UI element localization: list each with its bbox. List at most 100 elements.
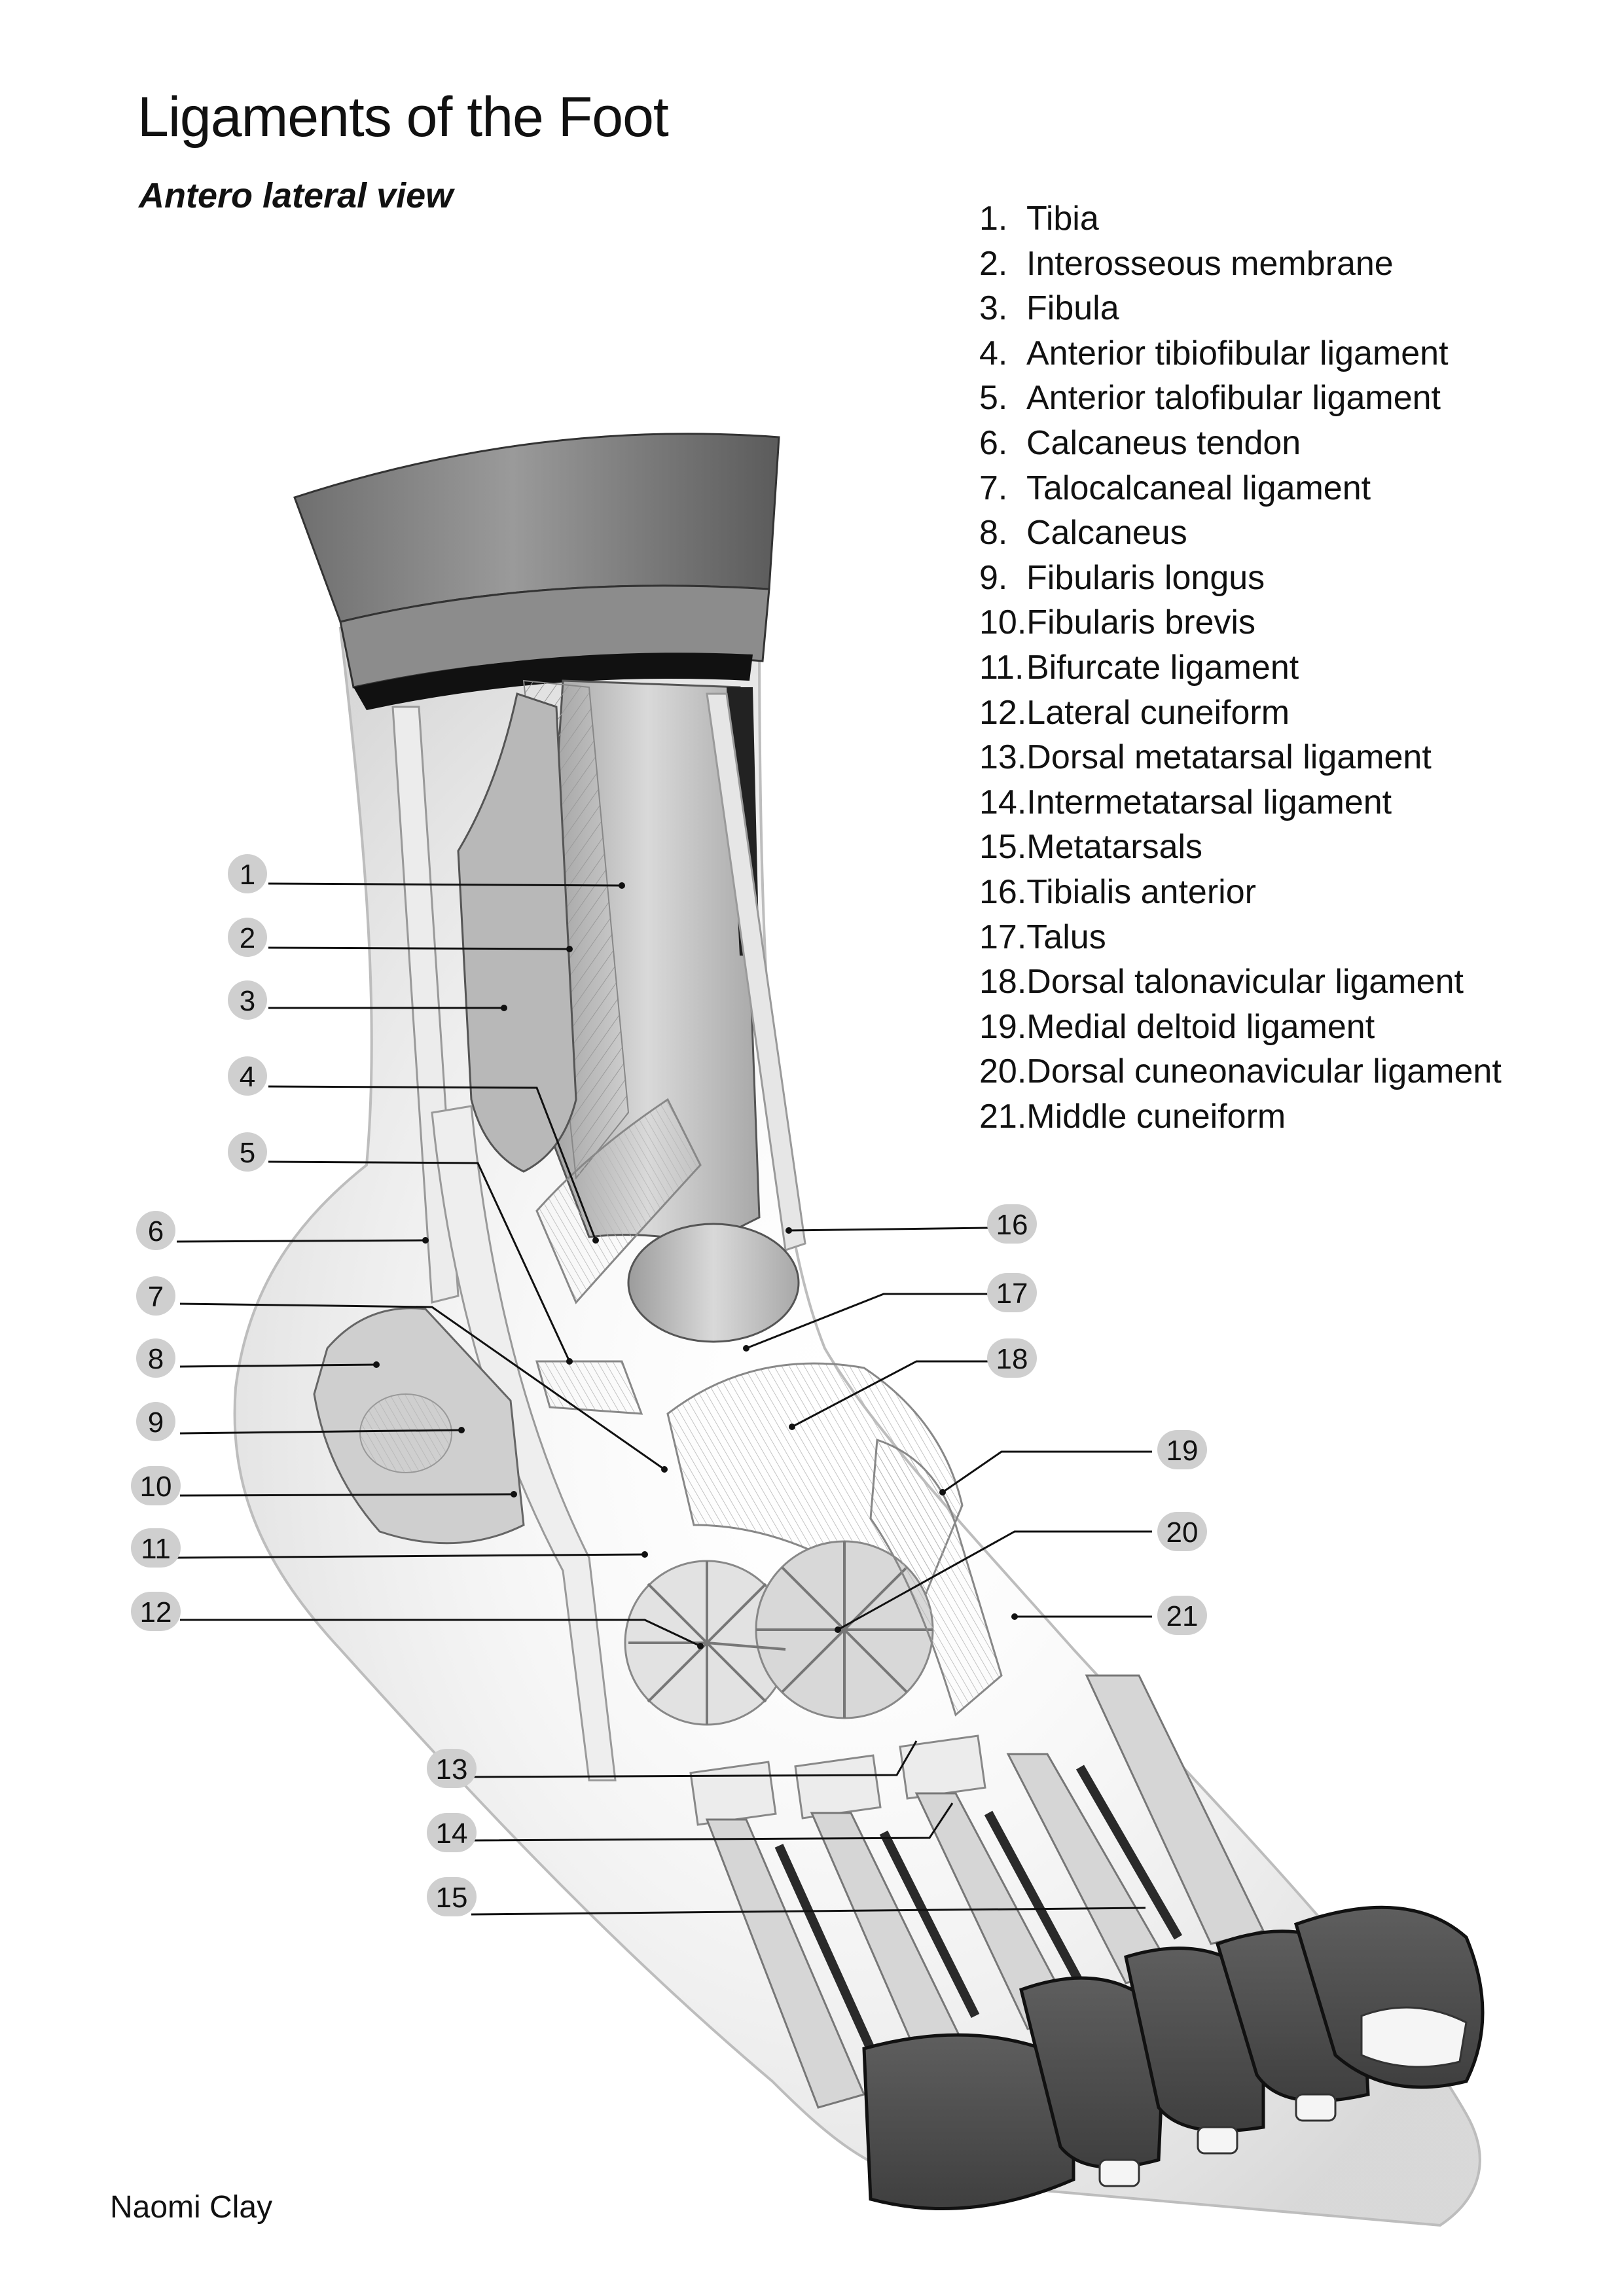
legend-item-label: Lateral cuneiform bbox=[1026, 693, 1290, 732]
legend-item-number: 9. bbox=[979, 558, 1008, 597]
callout-number: 6 bbox=[148, 1215, 164, 1247]
legend-item-label: Dorsal metatarsal ligament bbox=[1026, 738, 1432, 777]
callout-number: 8 bbox=[148, 1343, 164, 1375]
toes bbox=[862, 1905, 1485, 2210]
legend-item-number: 18. bbox=[979, 963, 1027, 1001]
callout-badge-3: 3 bbox=[228, 980, 267, 1020]
legend-item-label: Metatarsals bbox=[1026, 828, 1203, 867]
legend-item-label: Middle cuneiform bbox=[1026, 1097, 1286, 1136]
legend-item: 19.Medial deltoid ligament bbox=[979, 1005, 1502, 1050]
legend-item-label: Tibia bbox=[1026, 200, 1099, 238]
callout-badge-10: 10 bbox=[131, 1466, 181, 1505]
legend-item-label: Anterior talofibular ligament bbox=[1026, 379, 1441, 418]
legend-item-number: 13. bbox=[979, 738, 1027, 777]
page-title: Ligaments of the Foot bbox=[137, 86, 669, 149]
author-credit: Naomi Clay bbox=[110, 2190, 273, 2225]
legend-item: 15.Metatarsals bbox=[979, 825, 1502, 870]
callout-number: 9 bbox=[148, 1407, 164, 1439]
legend-item: 1. Tibia bbox=[979, 196, 1502, 242]
callout-badge-18: 18 bbox=[987, 1338, 1037, 1378]
legend-item-number: 17. bbox=[979, 918, 1027, 956]
callout-badge-15: 15 bbox=[427, 1877, 477, 1916]
callout-badge-13: 13 bbox=[427, 1749, 477, 1788]
legend-item: 11.Bifurcate ligament bbox=[979, 645, 1502, 691]
callout-badges: 1 2 3 4 5 6 7 8 9 10 11 12 13 14 15 16 1… bbox=[131, 854, 1207, 1916]
legend-item-label: Fibularis brevis bbox=[1026, 603, 1255, 642]
legend-item: 12.Lateral cuneiform bbox=[979, 691, 1502, 736]
legend-item: 4. Anterior tibiofibular ligament bbox=[979, 331, 1502, 376]
legend-item-number: 21. bbox=[979, 1097, 1027, 1136]
callout-badge-9: 9 bbox=[136, 1402, 175, 1441]
legend-item-label: Dorsal talonavicular ligament bbox=[1026, 963, 1464, 1001]
legend-item-label: Anterior tibiofibular ligament bbox=[1026, 334, 1449, 372]
legend-item: 21.Middle cuneiform bbox=[979, 1094, 1502, 1139]
anterior-tibiofibular-ligament bbox=[535, 1098, 702, 1304]
callout-badge-14: 14 bbox=[427, 1813, 477, 1852]
legend-item: 5. Anterior talofibular ligament bbox=[979, 376, 1502, 421]
callout-number: 7 bbox=[148, 1281, 164, 1313]
toenails bbox=[1098, 2006, 1468, 2187]
legend-item-number: 3. bbox=[979, 289, 1008, 328]
fibularis-strip bbox=[431, 1105, 617, 1782]
callout-number: 2 bbox=[240, 922, 255, 954]
legend-item: 16.Tibialis anterior bbox=[979, 870, 1502, 915]
legend-item-number: 11. bbox=[979, 648, 1024, 687]
legend-item-number: 4. bbox=[979, 334, 1008, 372]
callout-number: 16 bbox=[996, 1209, 1028, 1241]
legend-item-number: 2. bbox=[979, 244, 1008, 283]
callout-badge-17: 17 bbox=[987, 1273, 1037, 1312]
callout-number: 15 bbox=[436, 1882, 468, 1914]
anterior-talofibular-ligament bbox=[535, 1360, 643, 1415]
legend-item-number: 8. bbox=[979, 514, 1008, 552]
tibialis-anterior-strip bbox=[706, 692, 806, 1251]
legend-item-number: 6. bbox=[979, 423, 1008, 462]
legend-item-number: 7. bbox=[979, 469, 1008, 507]
legend-item-number: 20. bbox=[979, 1052, 1027, 1091]
legend-item-label: Tibialis anterior bbox=[1026, 872, 1256, 911]
legend-item: 6. Calcaneus tendon bbox=[979, 421, 1502, 466]
callout-number: 11 bbox=[141, 1533, 171, 1565]
legend-item-label: Calcaneus tendon bbox=[1026, 423, 1301, 462]
legend-item-number: 15. bbox=[979, 828, 1027, 867]
legend-item: 9. Fibularis longus bbox=[979, 556, 1502, 601]
legend-item: 3. Fibula bbox=[979, 286, 1502, 331]
legend-item: 20.Dorsal cuneonavicular ligament bbox=[979, 1049, 1502, 1094]
callout-number: 17 bbox=[996, 1278, 1028, 1310]
callout-number: 20 bbox=[1166, 1516, 1199, 1549]
callout-number: 4 bbox=[240, 1061, 255, 1093]
callout-number: 13 bbox=[436, 1753, 468, 1785]
callout-badge-16: 16 bbox=[987, 1204, 1037, 1244]
callout-number: 12 bbox=[140, 1596, 172, 1628]
callout-number: 5 bbox=[240, 1137, 255, 1169]
callout-badge-19: 19 bbox=[1157, 1430, 1207, 1469]
legend-item-number: 16. bbox=[979, 872, 1027, 911]
legend-item-label: Fibula bbox=[1026, 289, 1119, 328]
legend-item-label: Bifurcate ligament bbox=[1026, 648, 1299, 687]
dorsal-metatarsal-ligaments bbox=[689, 1734, 986, 1826]
callout-badge-2: 2 bbox=[228, 918, 267, 957]
legend-item-number: 1. bbox=[979, 200, 1008, 238]
legend-item-number: 5. bbox=[979, 379, 1008, 418]
fibula-bone bbox=[457, 692, 577, 1173]
legend-item-number: 14. bbox=[979, 783, 1027, 821]
legend-item-number: 19. bbox=[979, 1007, 1027, 1046]
legend-item-label: Intermetatarsal ligament bbox=[1026, 783, 1392, 821]
legend-item-label: Dorsal cuneonavicular ligament bbox=[1026, 1052, 1502, 1091]
medial-deltoid-ligament bbox=[869, 1438, 1003, 1717]
callout-badge-21: 21 bbox=[1157, 1596, 1207, 1635]
legend-item-number: 10. bbox=[979, 603, 1027, 642]
page-subtitle: Antero lateral view bbox=[139, 176, 454, 215]
legend-item-label: Talocalcaneal ligament bbox=[1026, 469, 1371, 507]
legend-item: 2.Interosseous membrane bbox=[979, 242, 1502, 287]
callout-badge-5: 5 bbox=[228, 1132, 267, 1172]
legend-item-number: 12. bbox=[979, 693, 1027, 732]
callout-badge-20: 20 bbox=[1157, 1512, 1207, 1551]
callout-badge-12: 12 bbox=[131, 1592, 181, 1631]
callout-badge-11: 11 bbox=[131, 1528, 181, 1568]
legend-item-label: Calcaneus bbox=[1026, 514, 1187, 552]
legend-item-label: Medial deltoid ligament bbox=[1026, 1007, 1375, 1046]
legend-item-label: Fibularis longus bbox=[1026, 558, 1265, 597]
leader-dots bbox=[373, 882, 1018, 1649]
legend-item: 14.Intermetatarsal ligament bbox=[979, 780, 1502, 825]
